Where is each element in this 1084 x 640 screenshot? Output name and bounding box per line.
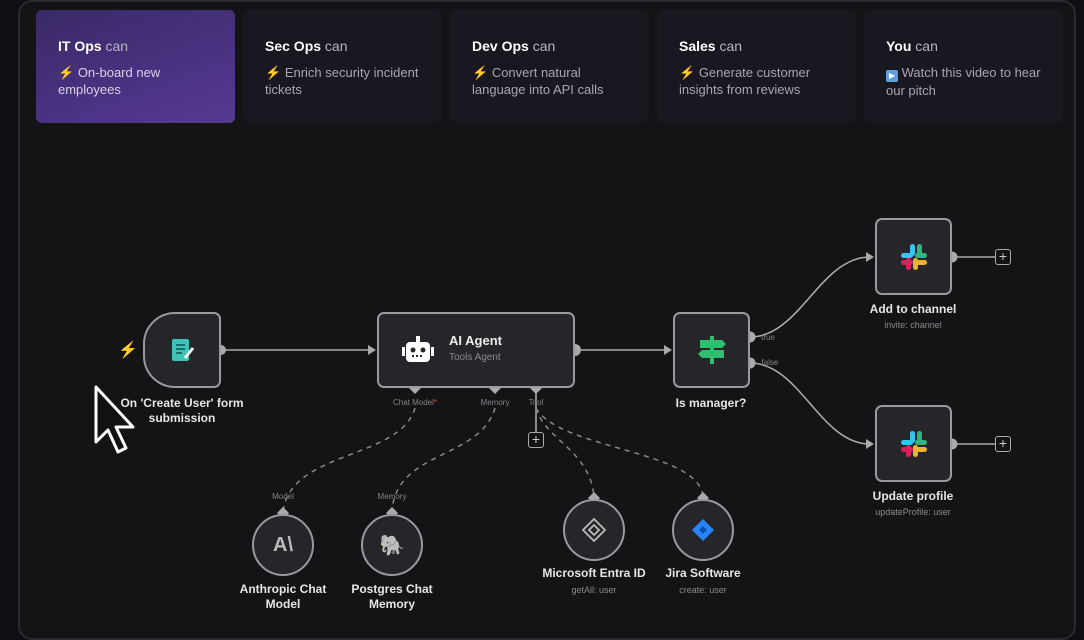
output-false: false <box>761 358 779 367</box>
edge-jira <box>535 407 704 498</box>
memory-port-label: Memory <box>377 492 407 501</box>
postgres-elephant-icon: 🐘 <box>379 534 405 557</box>
anthropic-node[interactable]: A\ <box>252 514 314 576</box>
if-node[interactable] <box>673 312 750 388</box>
robot-icon <box>402 336 434 362</box>
edge-entra <box>535 407 595 498</box>
edge-true-slack <box>749 256 871 338</box>
mouse-cursor-icon <box>94 385 135 454</box>
slack-icon <box>900 430 927 457</box>
add-after-slack-update-button[interactable]: + <box>995 436 1011 452</box>
port-chat-model: Chat Model* <box>392 398 438 407</box>
tab-suffix: can <box>324 38 348 54</box>
tab-suffix: can <box>532 38 556 54</box>
anthropic-icon: A\ <box>273 533 293 556</box>
postgres-label: Postgres Chat Memory <box>351 582 433 611</box>
bolt-icon: ⚡ <box>265 65 282 80</box>
trigger-label: On 'Create User' form submission <box>120 396 244 425</box>
jira-sub: create: user <box>679 585 727 595</box>
jira-icon <box>692 519 714 541</box>
agent-subtitle: Tools Agent <box>449 352 501 363</box>
tab-sales[interactable]: Sales can ⚡ Generate customer insights fr… <box>657 10 856 123</box>
jira-label: Jira Software <box>665 566 741 580</box>
tab-suffix: can <box>915 38 938 54</box>
tab-suffix: can <box>105 38 129 54</box>
agent-title: AI Agent <box>449 333 502 348</box>
if-label: Is manager? <box>675 396 747 410</box>
entra-node[interactable] <box>563 499 625 561</box>
tab-desc: On-board new employees <box>58 65 161 97</box>
tab-role: Dev Ops <box>472 38 529 54</box>
slack-add-node[interactable] <box>875 218 952 295</box>
postgres-node[interactable]: 🐘 <box>361 514 423 576</box>
bolt-icon: ⚡ <box>472 65 489 80</box>
tab-role: You <box>886 38 912 54</box>
slack-add-sub: invite: channel <box>884 320 942 330</box>
port-memory: Memory <box>480 398 510 407</box>
tab-it-ops[interactable]: IT Ops can ⚡ On-board new employees <box>36 10 235 123</box>
edge-false-slack <box>749 362 871 445</box>
entra-sub: getAll: user <box>571 585 617 595</box>
entra-label: Microsoft Entra ID <box>542 566 646 580</box>
tab-desc: Convert natural language into API calls <box>472 65 604 97</box>
output-true: true <box>761 333 775 342</box>
slack-update-sub: updateProfile: user <box>875 507 951 517</box>
slack-update-node[interactable] <box>875 405 952 482</box>
use-case-tabs: IT Ops can ⚡ On-board new employees Sec O… <box>36 10 1063 123</box>
port-tool: Tool <box>528 398 544 407</box>
play-icon: ▶ <box>886 70 898 82</box>
tab-dev-ops[interactable]: Dev Ops can ⚡ Convert natural language in… <box>450 10 649 123</box>
add-after-slack-add-button[interactable]: + <box>995 249 1011 265</box>
trigger-node[interactable] <box>143 312 221 388</box>
model-port-label: Model <box>272 492 294 501</box>
tab-role: IT Ops <box>58 38 102 54</box>
form-icon <box>172 339 195 361</box>
slack-update-label: Update profile <box>872 489 954 503</box>
tab-role: Sales <box>679 38 716 54</box>
slack-icon <box>900 243 927 270</box>
anthropic-label: Anthropic Chat Model <box>239 582 327 611</box>
tab-sec-ops[interactable]: Sec Ops can ⚡ Enrich security incident ti… <box>243 10 442 123</box>
trigger-bolt-icon: ⚡ <box>118 342 138 359</box>
bolt-icon: ⚡ <box>679 65 696 80</box>
bolt-icon: ⚡ <box>58 65 75 80</box>
edge-model <box>282 407 416 513</box>
tab-desc: Enrich security incident tickets <box>265 65 419 97</box>
tab-you[interactable]: You can ▶ Watch this video to hear our pi… <box>864 10 1063 123</box>
entra-icon <box>581 517 607 543</box>
jira-node[interactable] <box>672 499 734 561</box>
add-tool-button[interactable]: + <box>528 432 544 448</box>
tab-suffix: can <box>719 38 743 54</box>
edge-memory <box>391 407 496 513</box>
tab-desc: Generate customer insights from reviews <box>679 65 811 97</box>
tab-role: Sec Ops <box>265 38 322 54</box>
slack-add-label: Add to channel <box>869 302 957 316</box>
tab-desc: Watch this video to hear our pitch <box>886 65 1041 98</box>
signpost-icon <box>697 336 726 364</box>
